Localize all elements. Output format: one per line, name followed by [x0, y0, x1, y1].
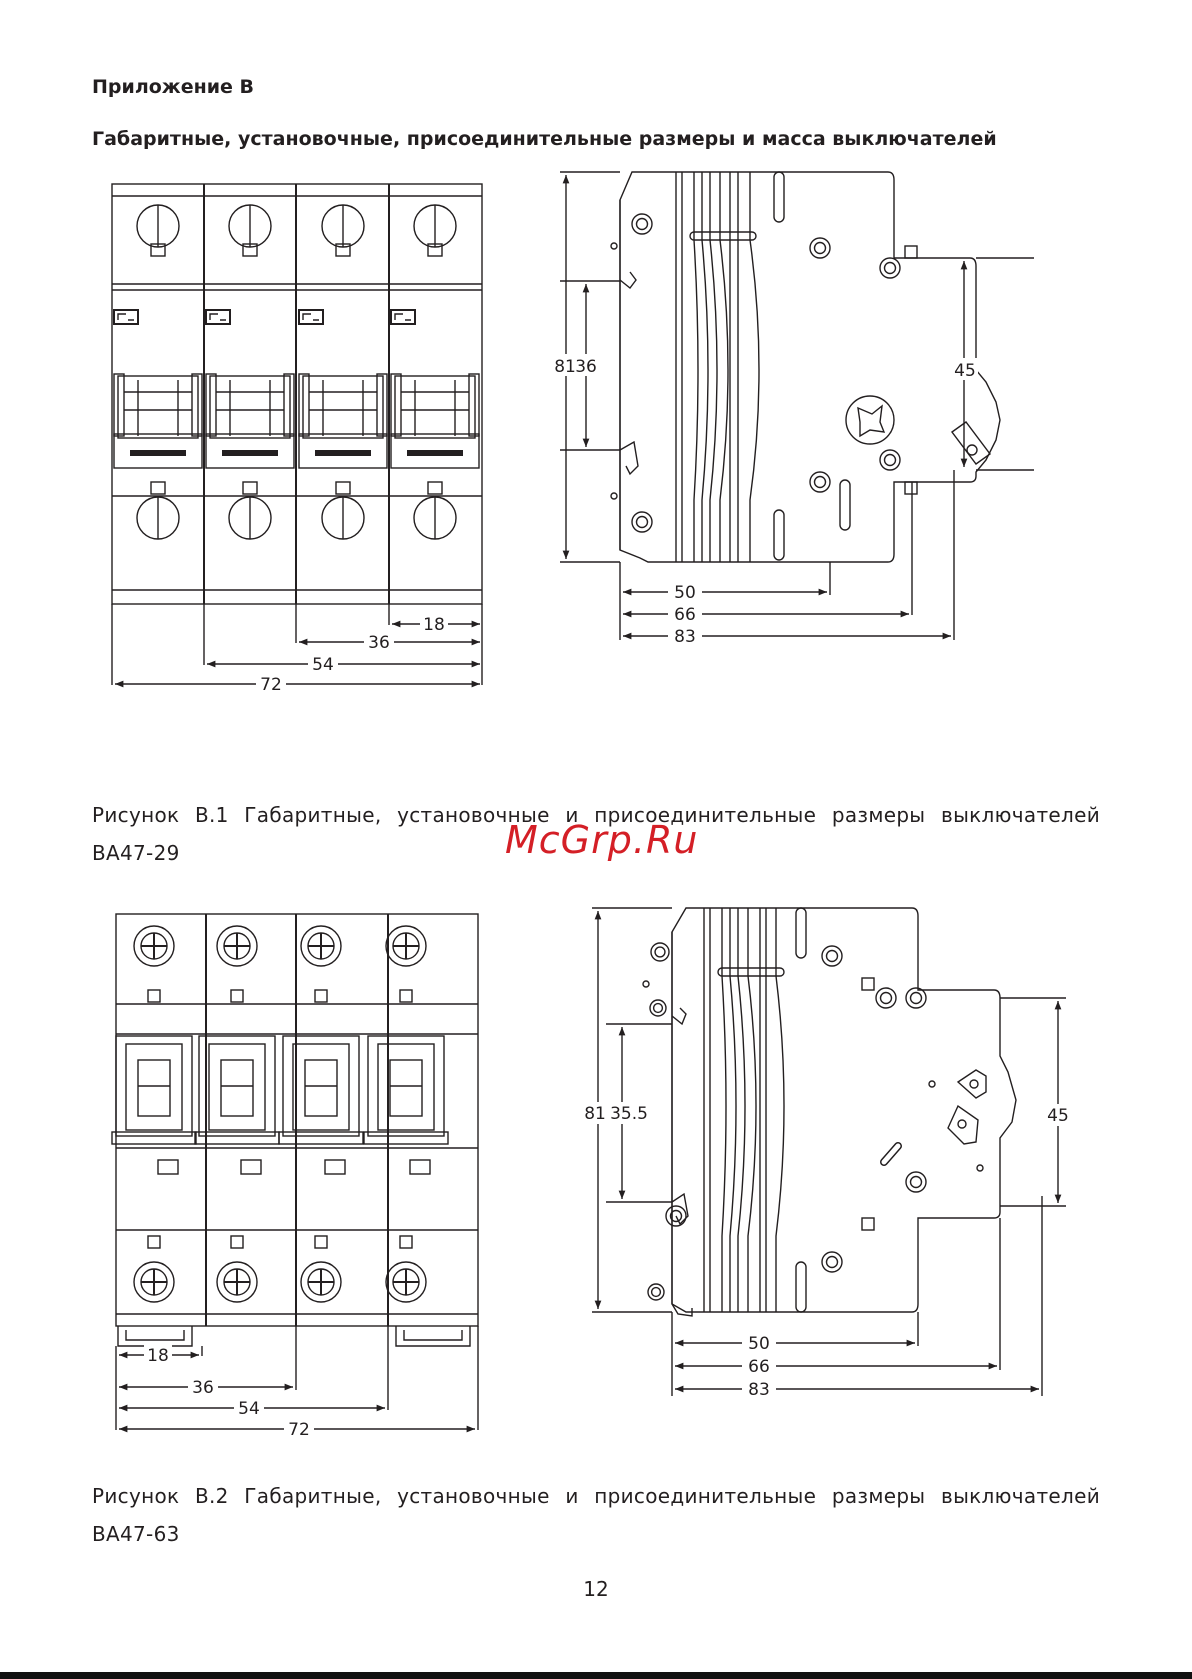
watermark: McGrp.Ru	[505, 818, 699, 862]
status-bar	[315, 450, 371, 456]
toggle-lever	[302, 375, 384, 439]
status-bar	[130, 450, 186, 456]
mounting-hole	[905, 987, 927, 1009]
figure2-caption: Рисунок В.2 Габаритные, установочные и п…	[92, 1484, 1100, 1546]
indicator-window	[324, 1159, 346, 1175]
logo-mark	[298, 309, 324, 325]
indicator-window	[240, 1159, 262, 1175]
toggle-lever	[117, 375, 199, 439]
appendix-title: Приложение В	[92, 76, 255, 98]
dim-72: 72	[260, 675, 282, 695]
terminal-screw	[385, 925, 427, 967]
mounting-hole	[905, 1171, 927, 1193]
status-bar	[407, 450, 463, 456]
section-title: Габаритные, установочные, присоединитель…	[92, 128, 997, 150]
dim-45: 45	[954, 361, 976, 381]
dim-35-5-height: 35.5	[610, 1104, 648, 1124]
dim-36-height: 36	[575, 357, 597, 377]
mounting-hole	[631, 213, 653, 235]
figure1-caption: Рисунок В.1 Габаритные, установочные и п…	[92, 803, 1100, 865]
mounting-hole	[879, 257, 901, 279]
mounting-hole	[821, 945, 843, 967]
toggle-lever	[282, 1035, 360, 1137]
toggle-lever	[367, 1035, 445, 1137]
dim-81: 81	[584, 1104, 606, 1124]
dim-83: 83	[674, 627, 696, 647]
dim-50: 50	[748, 1334, 770, 1354]
dim-72: 72	[288, 1420, 310, 1440]
logo-mark	[113, 309, 139, 325]
toggle-lever	[209, 375, 291, 439]
dim-66: 66	[748, 1357, 770, 1377]
mounting-hole	[879, 449, 901, 471]
figure2-front-view: 18 36 54 72	[111, 913, 479, 1440]
toggle-lever	[394, 375, 476, 439]
figure1-front-view: 18 36 54 72	[111, 183, 483, 695]
dim-54: 54	[238, 1399, 260, 1419]
terminal-screw	[385, 1261, 427, 1303]
indicator-window	[409, 1159, 431, 1175]
mounting-hole	[649, 999, 667, 1017]
mounting-hole	[647, 1283, 665, 1301]
dim-81: 81	[554, 357, 576, 377]
mounting-hole	[650, 942, 670, 962]
bottom-rule	[0, 1672, 1192, 1679]
mounting-hole	[821, 1251, 843, 1273]
dim-66: 66	[674, 605, 696, 625]
mounting-hole	[809, 471, 831, 493]
figure2-side-view: 81 35.5 45 50 66 83	[582, 907, 1072, 1400]
dim-45: 45	[1047, 1106, 1069, 1126]
terminal-screw	[133, 925, 175, 967]
toggle-lever	[115, 1035, 193, 1137]
logo-mark	[390, 309, 416, 325]
terminal-screw	[300, 925, 342, 967]
mounting-hole	[875, 987, 897, 1009]
page-number: 12	[583, 1577, 609, 1601]
dim-18: 18	[147, 1346, 169, 1366]
toggle-lever	[198, 1035, 276, 1137]
mounting-hole	[631, 511, 653, 533]
terminal-screw	[133, 1261, 175, 1303]
terminal-screw	[216, 925, 258, 967]
dim-36: 36	[368, 633, 390, 653]
terminal-screw	[300, 1261, 342, 1303]
dim-18: 18	[423, 615, 445, 635]
figure1-side-view: 81 36 45 50 66 83	[552, 171, 1034, 647]
mounting-hole	[809, 237, 831, 259]
logo-mark	[205, 309, 231, 325]
status-bar	[222, 450, 278, 456]
mounting-hole	[665, 1205, 687, 1227]
dim-36: 36	[192, 1378, 214, 1398]
terminal-screw	[216, 1261, 258, 1303]
dim-83: 83	[748, 1380, 770, 1400]
indicator-window	[157, 1159, 179, 1175]
dim-50: 50	[674, 583, 696, 603]
dim-54: 54	[312, 655, 334, 675]
